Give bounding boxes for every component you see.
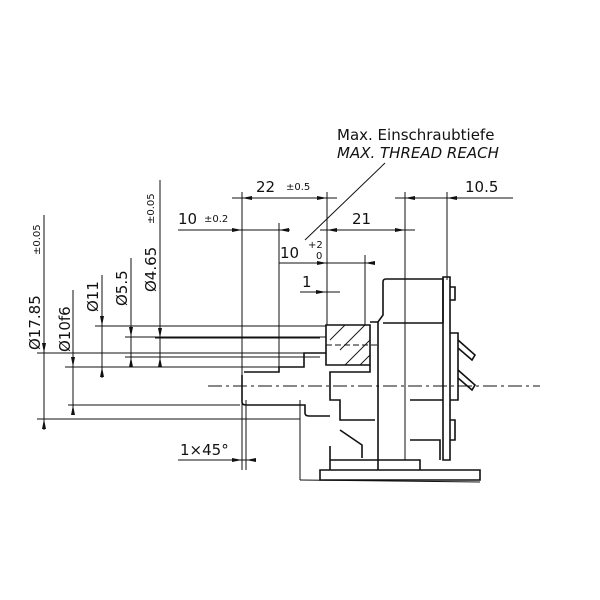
dim-dia-11: Ø11 — [84, 281, 102, 312]
dim-dia-4-65-tol: ±0.05 — [146, 193, 157, 224]
dim-dia-17-85: Ø17.85 — [26, 295, 44, 350]
dim-10: 10 — [178, 210, 197, 228]
dim-10-tol: ±0.2 — [204, 214, 228, 225]
dim-dia-17-85-tol: ±0.05 — [32, 224, 43, 255]
dim-dia-5-5: Ø5.5 — [113, 270, 131, 306]
leader-line — [304, 162, 386, 241]
dim-21: 21 — [352, 210, 371, 228]
dim-chamfer: 1×45° — [180, 441, 229, 459]
dim-10-b: 10 — [280, 244, 299, 262]
diameter-dimension-lines — [42, 180, 162, 430]
dim-dia-10f6: Ø10f6 — [56, 306, 74, 352]
dim-10-5: 10.5 — [465, 178, 498, 196]
vertical-extension-lines — [241, 192, 448, 480]
annotation-en: MAX. THREAD REACH — [337, 144, 499, 162]
dim-22: 22 — [256, 178, 275, 196]
dim-dia-4-65: Ø4.65 — [142, 247, 160, 292]
dim-1: 1 — [302, 273, 312, 291]
diameter-extension-lines — [37, 325, 326, 420]
dim-10-b-tol-upper: +2 — [308, 240, 323, 251]
annotation-de: Max. Einschraubtiefe — [337, 126, 494, 144]
part-outline — [241, 276, 540, 483]
length-dimension-lines — [178, 196, 513, 462]
dim-22-tol: ±0.5 — [286, 182, 310, 193]
dim-10-b-tol-lower: 0 — [316, 251, 322, 262]
